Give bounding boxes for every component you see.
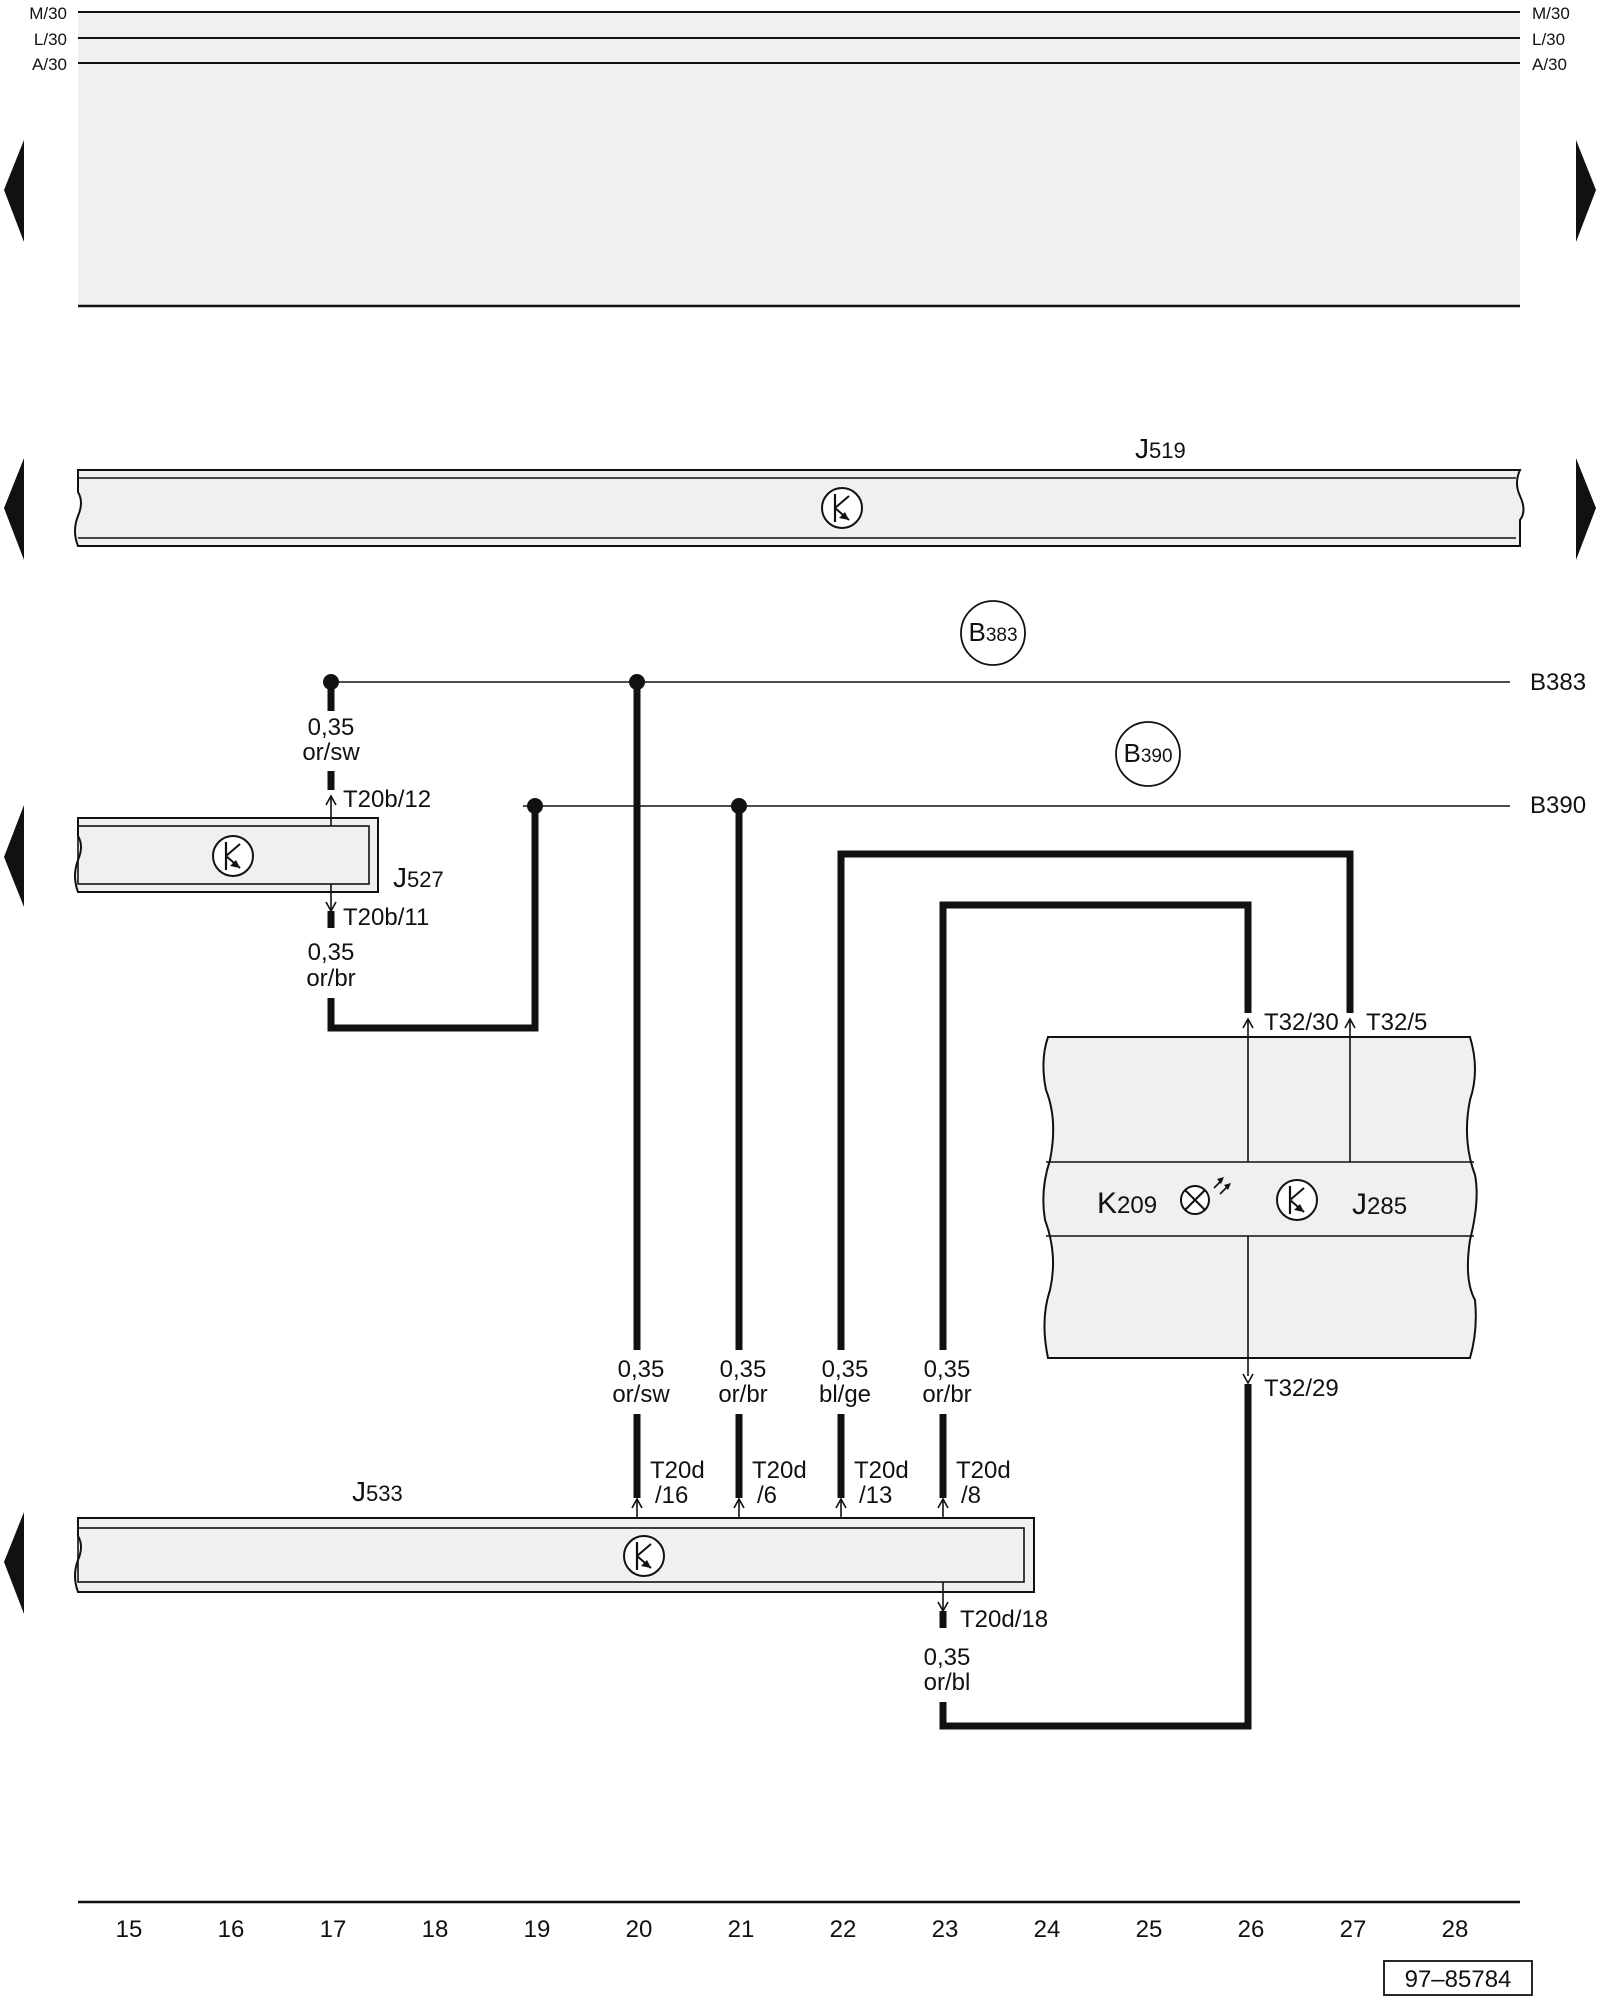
wire-j527-to-b390 <box>327 806 539 1032</box>
pin-label: T20b/11 <box>343 904 429 931</box>
rail-label-left: L/30 <box>34 30 67 49</box>
wire-size: 0,35 <box>924 1356 971 1383</box>
drawing-number-box <box>1383 1960 1533 1996</box>
control-unit-j533 <box>74 1517 1035 1593</box>
wire-size: 0,35 <box>618 1356 665 1383</box>
rail-label-left: M/30 <box>29 4 67 23</box>
component-label-j527: J527 <box>393 862 444 893</box>
pin-label: /16 <box>655 1482 688 1509</box>
electronic-symbol-icon <box>1276 1179 1318 1221</box>
pin-label: T32/5 <box>1366 1009 1427 1036</box>
track-number: 26 <box>1238 1916 1265 1943</box>
pin-label: T32/30 <box>1264 1009 1339 1036</box>
track-number: 27 <box>1340 1916 1367 1943</box>
wire-color: or/br <box>922 1381 971 1408</box>
wire-size: 0,35 <box>720 1356 767 1383</box>
continuation-arrow-left-icon <box>4 805 24 907</box>
junction-dot <box>323 674 339 690</box>
component-label-j519: J519 <box>1135 433 1186 464</box>
electronic-symbol-icon <box>623 1535 665 1577</box>
wire-color: bl/ge <box>819 1381 871 1408</box>
electronic-symbol-icon <box>212 835 254 877</box>
junction-dot <box>629 674 645 690</box>
track-number: 17 <box>320 1916 347 1943</box>
track-number: 20 <box>626 1916 653 1943</box>
pin-label: /6 <box>757 1482 777 1509</box>
wire-color: or/br <box>306 965 355 992</box>
component-label-j285: J285 <box>1352 1188 1407 1221</box>
rail-label-left: A/30 <box>32 55 67 74</box>
track-number: 16 <box>218 1916 245 1943</box>
continuation-arrow-left-icon <box>4 458 24 560</box>
wire-color: or/sw <box>302 739 360 766</box>
control-unit-j527 <box>74 817 379 893</box>
rail-label-right: L/30 <box>1532 30 1565 49</box>
pin-marker <box>1242 1017 1254 1029</box>
wire-size: 0,35 <box>822 1356 869 1383</box>
track-number: 23 <box>932 1916 959 1943</box>
electronic-symbol-icon <box>821 487 863 529</box>
track-number: 18 <box>422 1916 449 1943</box>
wire-color: or/bl <box>924 1669 971 1696</box>
continuation-arrow-right-icon <box>1576 140 1596 242</box>
bus-b383-end-label: B383 <box>1530 669 1586 696</box>
track-number: 15 <box>116 1916 143 1943</box>
track-number: 21 <box>728 1916 755 1943</box>
bus-b390-end-label: B390 <box>1530 792 1586 819</box>
continuation-arrow-left-icon <box>4 140 24 242</box>
wire-col22 <box>837 850 1354 1350</box>
bus-b383-marker-label: B383 <box>968 617 1017 647</box>
track-number: 24 <box>1034 1916 1061 1943</box>
drawing-number: 97–85784 <box>1405 1966 1512 1993</box>
component-label-k209: K209 <box>1097 1187 1157 1220</box>
pin-label: /13 <box>859 1482 892 1509</box>
junction-dot <box>731 798 747 814</box>
control-unit-j519 <box>74 469 1525 547</box>
junction-dot <box>527 798 543 814</box>
rail-label-right: M/30 <box>1532 4 1570 23</box>
pin-label: T20d <box>650 1457 705 1484</box>
pin-label: /8 <box>961 1482 981 1509</box>
pin-label: T20b/12 <box>343 786 431 813</box>
continuation-arrow-right-icon <box>1576 458 1596 560</box>
wire-size: 0,35 <box>924 1644 971 1671</box>
wire-j533-to-j285 <box>939 1384 1252 1730</box>
rail-area <box>78 12 1520 306</box>
pin-marker <box>1242 1373 1254 1385</box>
pin-label: T20d/18 <box>960 1606 1048 1633</box>
pin-label: T20d <box>752 1457 807 1484</box>
bus-b390-marker <box>1115 721 1181 787</box>
wire-size: 0,35 <box>308 714 355 741</box>
component-label-j533: J533 <box>352 1476 403 1507</box>
track-number: 22 <box>830 1916 857 1943</box>
wire-color: or/br <box>718 1381 767 1408</box>
wire-size: 0,35 <box>308 939 355 966</box>
control-unit-j285 <box>1042 1019 1478 1376</box>
pin-marker <box>1344 1017 1356 1029</box>
warning-lamp-icon <box>1180 1177 1231 1215</box>
pin-label: T32/29 <box>1264 1375 1339 1402</box>
track-number: 28 <box>1442 1916 1469 1943</box>
bus-b390-marker-label: B390 <box>1123 738 1172 768</box>
bus-b383-marker <box>960 600 1026 666</box>
wire-color: or/sw <box>612 1381 670 1408</box>
rail-label-right: A/30 <box>1532 55 1567 74</box>
track-numbers: 15 16 17 18 19 20 21 22 23 24 25 26 27 2… <box>116 1916 1469 1943</box>
pin-label: T20d <box>956 1457 1011 1484</box>
pin-label: T20d <box>854 1457 909 1484</box>
track-number: 25 <box>1136 1916 1163 1943</box>
wire-col23 <box>939 901 1252 1350</box>
track-number: 19 <box>524 1916 551 1943</box>
continuation-arrow-left-icon <box>4 1512 24 1614</box>
